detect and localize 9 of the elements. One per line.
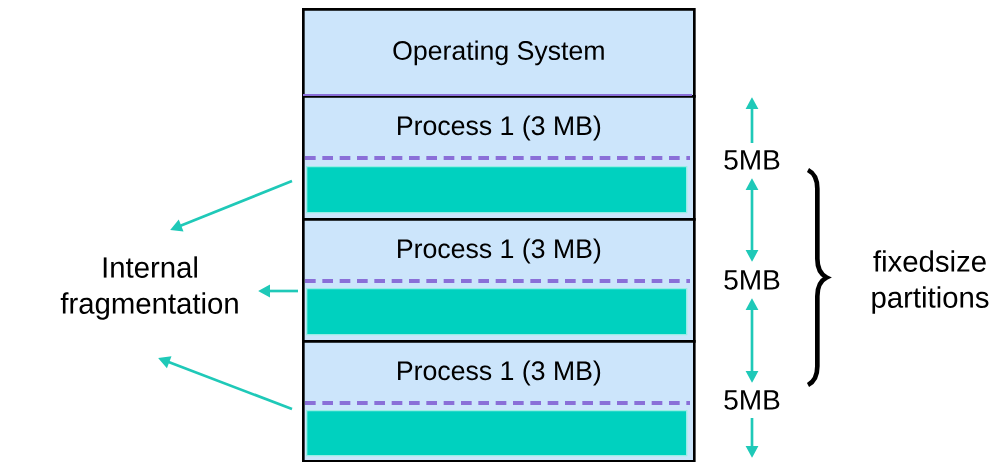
fragment-bar [306,410,688,457]
dimension-label: 5MB [724,390,780,410]
fragment-bar [306,288,688,336]
callout-text: Internal fragmentation [60,256,238,320]
dimension-label: 5MB [724,270,780,290]
memory-block: Operating System [302,8,696,98]
brace-label: fixedsize partitions [872,250,989,314]
dimension-label: 5MB [724,150,780,170]
fragment-bar [306,166,688,214]
